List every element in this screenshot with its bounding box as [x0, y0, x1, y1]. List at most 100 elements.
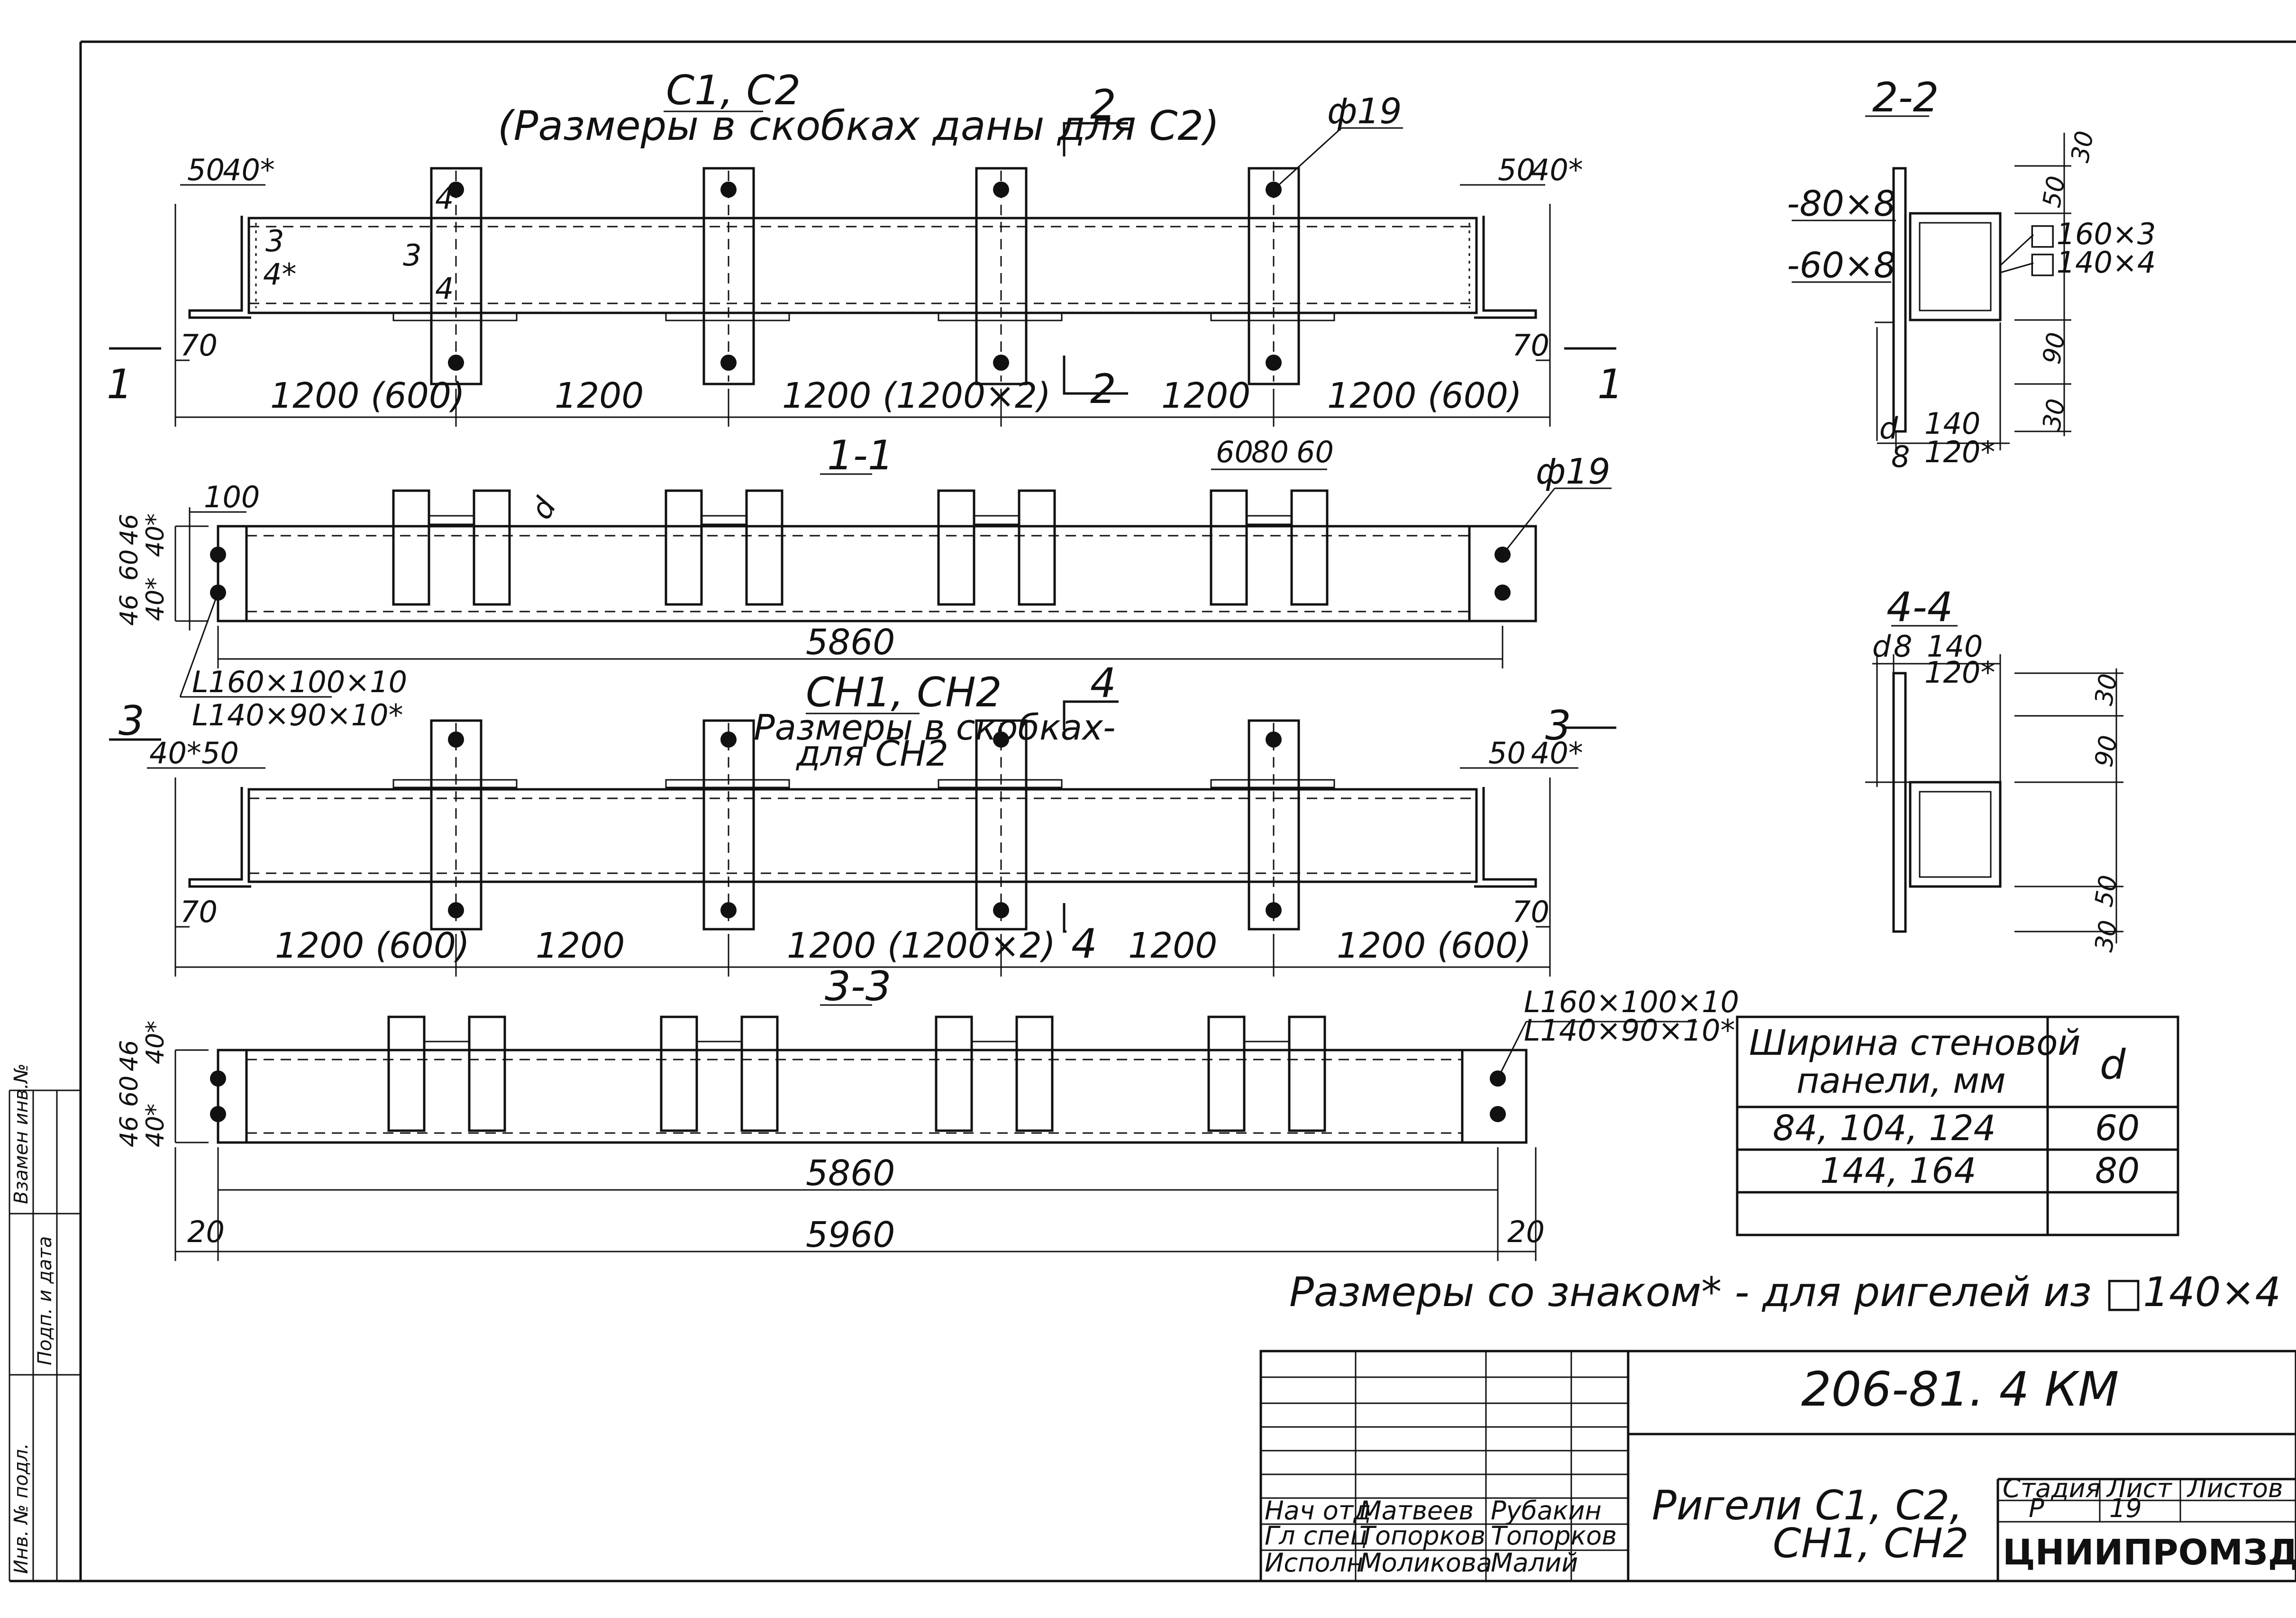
note: Размеры со знаком* - для ригелей из □140…	[1289, 1269, 2281, 1316]
section-4-4-h-d: d	[1872, 629, 1891, 664]
section-1-1-v-46a: 46	[115, 514, 144, 545]
section-2-2-h-120: 120*	[1924, 435, 1995, 469]
c1-weld-3: 3	[265, 224, 284, 258]
c1-cut-1-right: 1	[1597, 361, 1623, 408]
ch-right-star: 40*	[1531, 736, 1583, 770]
c1-hole-label: ф19	[1327, 91, 1402, 132]
section-4-4-h-120: 120*	[1924, 655, 1995, 690]
ch-dim-70-right: 70	[1512, 895, 1549, 929]
table-row-2-d: 80	[2095, 1151, 2140, 1191]
c1-title: С1, С2	[666, 67, 801, 114]
section-4-4-h-140: 140	[1927, 629, 1983, 664]
sig-sign-3: Малий	[1491, 1548, 1578, 1578]
sig-role-1: Нач отд	[1265, 1496, 1371, 1526]
ch-title: СН1, СН2	[806, 669, 1002, 716]
section-1-1-end-100: 100	[204, 480, 260, 514]
c1-left-top-star: 40*	[223, 153, 275, 187]
panel-width-table	[1736, 1015, 2179, 1236]
section-4-4-v-50: 50	[2090, 873, 2123, 909]
sheet-code: 206-81. 4 КМ	[1801, 1362, 2119, 1417]
c1-dim-70-right: 70	[1512, 328, 1549, 363]
title-line-1: Ригели С1, С2,	[1652, 1482, 1963, 1529]
section-1-1-dim-60a: 60	[1216, 435, 1253, 469]
section-3-3-end-left: 20	[187, 1215, 225, 1249]
ch-span-1: 1200 (600)	[275, 925, 470, 966]
ch-span-5: 1200 (600)	[1337, 925, 1531, 966]
section-2-2-plate2: -60×8	[1787, 245, 1896, 286]
ch-span-4: 1200	[1128, 925, 1217, 966]
sheets-label: Листов	[2187, 1473, 2283, 1503]
section-2-2-v-30a: 30	[2066, 129, 2100, 165]
stage-label: Стадия	[2003, 1473, 2101, 1503]
c1-right-top-star: 40*	[1531, 153, 1583, 187]
c1-span-1: 1200 (600)	[270, 375, 465, 416]
c1-dim-70-left: 70	[180, 328, 218, 363]
sig-name-3: Моликова	[1359, 1548, 1492, 1578]
c1-cut-2-bottom: 2	[1090, 366, 1116, 413]
table-row-1-d: 60	[2095, 1108, 2140, 1149]
section-1-1-angle1: L160×100×10	[192, 665, 407, 699]
ch-cut-4-top: 4	[1090, 659, 1116, 707]
section-4-4-v-90: 90	[2090, 733, 2123, 769]
c1-span-4: 1200	[1161, 375, 1250, 416]
section-1-1-d: d	[524, 491, 563, 525]
section-1-1-v-60: 60	[115, 549, 144, 581]
section-2-2-h-140: 140	[1924, 406, 1980, 441]
ch-subtitle-2: для СН2	[795, 733, 948, 774]
ch-subtitle-1: Размеры в скобках-	[754, 707, 1116, 748]
section-3-3-title: 3-3	[825, 963, 891, 1010]
view-ch1-ch2	[109, 700, 1616, 977]
ch-left-50: 50	[201, 736, 239, 770]
c1-plates	[392, 167, 1335, 385]
c1-holes	[448, 182, 1282, 371]
section-2-2-tube1: □160×3	[2029, 217, 2156, 251]
section-1-1-title: 1-1	[827, 432, 893, 479]
section-3-3-total-length: 5960	[806, 1215, 895, 1255]
c1-left-top: 50	[187, 153, 225, 187]
c1-span-2: 1200	[555, 375, 644, 416]
section-2-2-v-30b: 30	[2038, 397, 2071, 433]
sig-sign-2: Топорков	[1491, 1521, 1617, 1551]
c1-cut-2-top: 2	[1090, 81, 1116, 128]
section-1-1-v-40a: 40*	[141, 513, 170, 557]
ch-cut-3-right: 3	[1545, 702, 1571, 750]
section-1-1-v-40b: 40*	[141, 577, 170, 621]
table-header-d: d	[2100, 1041, 2126, 1088]
sig-role-2: Гл спец	[1265, 1521, 1367, 1551]
side-stamp-col3: Взамен инв.№	[10, 1063, 32, 1204]
stage-value: Р	[2029, 1493, 2044, 1523]
title-block	[1259, 1350, 2296, 1582]
section-3-3-angle2: L140×90×10*	[1524, 1013, 1735, 1048]
section-3-3-v-40a: 40*	[141, 1021, 170, 1064]
c1-weld-4star: 4*	[263, 257, 296, 292]
c1-span-5: 1200 (600)	[1327, 375, 1522, 416]
section-1-1-angle2: L140×90×10*	[192, 698, 403, 732]
section-2-2-v-50: 50	[2038, 174, 2071, 210]
section-2-2	[1792, 115, 2071, 450]
table-row-1-width: 84, 104, 124	[1773, 1108, 1996, 1149]
table-row-2-width: 144, 164	[1820, 1151, 1977, 1191]
section-1-1-length: 5860	[806, 622, 895, 663]
organization: ЦНИИПРОМЗДАНИЙ	[2003, 1531, 2296, 1573]
c1-span-3: 1200 (1200×2)	[782, 375, 1051, 416]
c1-weld-4a: 4	[435, 181, 454, 216]
section-2-2-h-d: d	[1879, 411, 1898, 446]
ch-dim-70-left: 70	[180, 895, 218, 929]
sheet-value: 19	[2109, 1493, 2142, 1523]
section-4-4-v-30a: 30	[2090, 672, 2123, 708]
section-4-4-title: 4-4	[1886, 584, 1953, 631]
c1-weld-3b: 3	[403, 238, 421, 273]
section-3-3-inner-length: 5860	[806, 1153, 895, 1194]
section-2-2-plate1: -80×8	[1787, 183, 1896, 224]
ch-span-2: 1200	[536, 925, 625, 966]
view-c1-c2	[109, 110, 1616, 427]
sig-name-2: Топорков	[1359, 1521, 1485, 1551]
c1-subtitle: (Размеры в скобках даны для С2)	[498, 102, 1220, 150]
table-header-width-1: Ширина стеновой	[1749, 1023, 2081, 1063]
section-4-4-v-30b: 30	[2090, 918, 2123, 954]
section-3-3	[174, 1004, 1697, 1261]
ch-span-3: 1200 (1200×2)	[787, 925, 1056, 966]
section-1-1-dim-80: 80	[1251, 435, 1289, 469]
section-1-1	[174, 468, 1612, 698]
